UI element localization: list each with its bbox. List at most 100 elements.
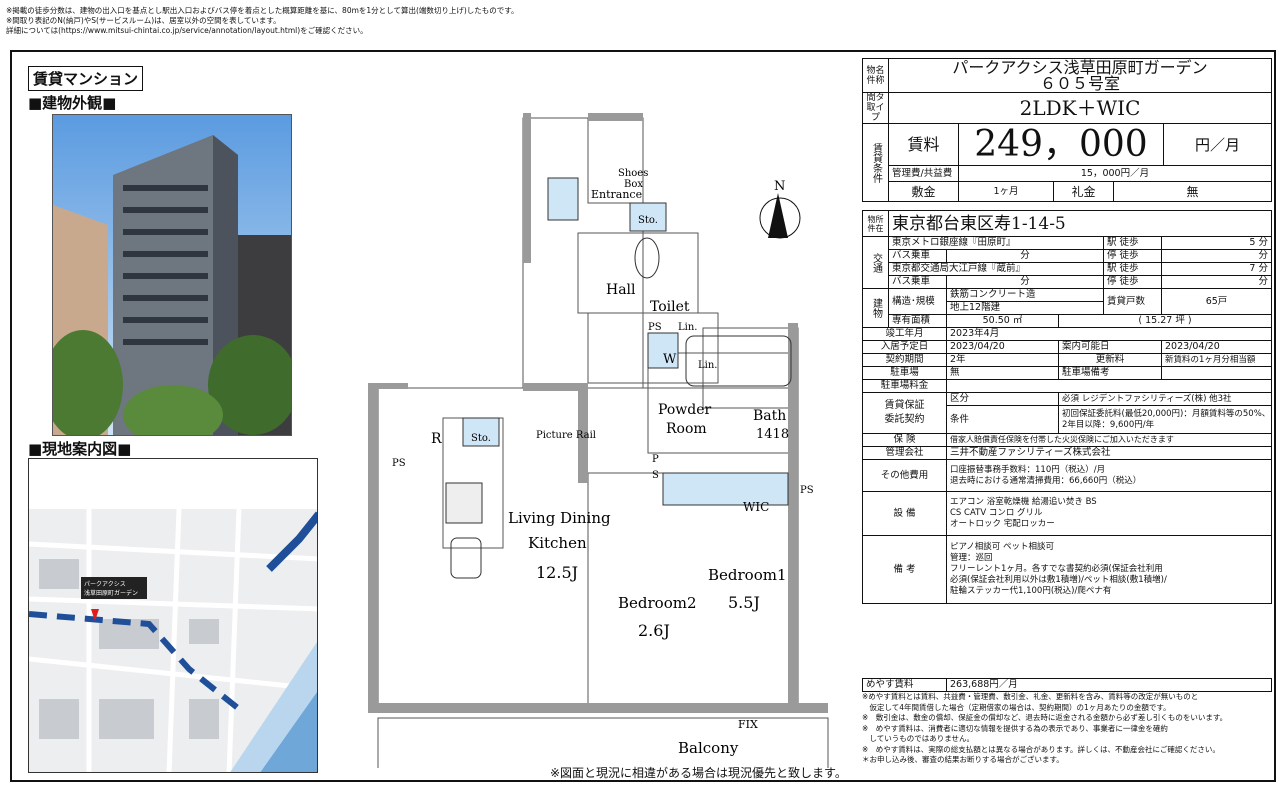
rent-unit: 円／月 — [1163, 123, 1272, 166]
plan-label-fix: FIX — [738, 718, 758, 731]
guarantee-label-1: 賃貸保証 — [884, 400, 925, 411]
tsubo-value: ( 15.27 坪 ) — [1058, 314, 1272, 328]
plan-label-ldk2: Kitchen — [528, 534, 587, 552]
line-2: 東京都交通局大江戸線『蔵前』 — [888, 262, 1104, 276]
walk-2: 駅 徒歩 — [1103, 262, 1162, 276]
plan-label-balcony: Balcony — [678, 739, 739, 757]
plan-label-ps5: PS — [800, 485, 814, 496]
units-value: 65戸 — [1161, 288, 1272, 315]
name-label: 物名件称 — [862, 58, 889, 93]
insurance-label: 保 険 — [862, 433, 947, 447]
units-label: 賃貸戸数 — [1103, 288, 1162, 315]
guarantee-cond-cell: 初回保証委託料(最低20,000円)：月額賃料等の50%、 2年目以降：9,60… — [1058, 405, 1272, 434]
mgmt-value: 三井不動産ファシリティーズ株式会社 — [946, 446, 1272, 460]
plan-label-ps2: PS — [392, 458, 406, 469]
plan-label-ldk1: Living Dining — [508, 509, 611, 527]
meyasu-value: 263,688円／月 — [946, 678, 1272, 692]
disclaimer-notes: ※掲載の徒歩分数は、建物の出入口を基点とし駅出入口およびバス停を着点とした概算距… — [6, 6, 519, 36]
movein-value: 2023/04/20 — [946, 340, 1059, 354]
plan-label-bed2: Bedroom2 — [618, 594, 697, 612]
plan-label-ps4: S — [652, 470, 659, 481]
north-arrow-icon — [768, 193, 788, 238]
deposit-label: 敷金 — [888, 181, 959, 202]
plan-label-box: Box — [624, 179, 643, 190]
key-money-label: 礼金 — [1053, 181, 1114, 202]
structure-1: 鉄筋コンクリート造 — [946, 288, 1104, 302]
rental-tag: 賃貸マンション — [28, 66, 144, 91]
bottom-note-line: ＊お申し込み後、審査の結果お断りする場合がございます。 — [862, 755, 1064, 764]
area-value: 50.50 ㎡ — [946, 314, 1059, 328]
plan-label-room: Room — [666, 421, 707, 437]
avail-label: 案内可能日 — [1058, 340, 1162, 354]
guarantee-label-2: 委託契約 — [884, 414, 925, 425]
guarantee-label-cell: 賃貸保証 委託契約 — [862, 392, 947, 434]
renew-value: 新賃料の1ヶ月分相当額 — [1161, 353, 1272, 367]
note-line: ※掲載の徒歩分数は、建物の出入口を基点とし駅出入口およびバス停を着点とした概算距… — [6, 6, 519, 15]
room-number: ６０５号室 — [1039, 73, 1120, 93]
guarantee-class-label: 区分 — [946, 392, 1059, 406]
remarks-1: ピアノ相談可 ペット相談可 — [950, 542, 1054, 552]
remarks-label: 備 考 — [862, 535, 947, 604]
plan-label-bath: Bath — [753, 408, 786, 424]
bus-2: バス乗車 — [888, 275, 947, 289]
bottom-note-line: していうものではありません。 — [862, 734, 975, 743]
term-value: 2年 — [946, 353, 1059, 367]
plan-label-bed1-size: 5.5J — [728, 593, 760, 612]
building-label: 建物 — [862, 288, 889, 328]
renew-label: 更新料 — [1058, 353, 1162, 367]
equip-cell: エアコン 浴室乾燥機 給湯追い焚き BS CS CATV コンロ グリル オート… — [946, 491, 1272, 536]
stop-2: 停 徒歩 — [1103, 275, 1162, 289]
parking-note-label: 駐車場備考 — [1058, 366, 1162, 380]
location-marker-icon — [91, 609, 99, 621]
remarks-4: 必須(保証会社利用以外は敷1積増)/ペット相談(敷1積増)/ — [950, 575, 1167, 585]
plan-label-powder: Powder — [658, 402, 712, 418]
property-name: パークアクシス浅草田原町ガーデン — [952, 58, 1208, 77]
other-fee-cell: 口座振替事務手数料：110円（税込）/月 退去時における通常清掃費用：66,66… — [946, 459, 1272, 492]
plan-label-shoes: Shoes — [618, 168, 648, 179]
map-label-2: 浅草田原町ガーデン — [84, 589, 138, 597]
built-label: 竣工年月 — [862, 327, 947, 341]
plan-label-w: W — [663, 352, 677, 367]
term-label: 契約期間 — [862, 353, 947, 367]
remarks-2: 管理：巡回 — [950, 553, 993, 563]
other-fee-1: 口座振替事務手数料：110円（税込）/月 — [950, 464, 1106, 475]
building-photo-image — [53, 115, 291, 435]
guarantee-class: 必須 レジデントファシリティーズ(株) 他3社 — [1058, 392, 1272, 406]
parking-note-value — [1161, 366, 1272, 380]
stop-1: 停 徒歩 — [1103, 249, 1162, 263]
rent-label: 賃料 — [888, 123, 959, 166]
left-panel: 賃貸マンション ■建物外観■ — [18, 58, 853, 780]
avail-value: 2023/04/20 — [1161, 340, 1272, 354]
info-table-top: 物名件称 パークアクシス浅草田原町ガーデン ６０５号室 間タ取イプ 2LDK＋W… — [862, 58, 1272, 202]
area-label: 専有面積 — [888, 314, 947, 328]
plan-label-lin2: Lin. — [698, 360, 717, 371]
guarantee-cond-2: 2年目以降：9,600円/年 — [1062, 419, 1155, 430]
min-2: 7 分 — [1161, 262, 1272, 276]
parking-fee-value — [946, 379, 1272, 393]
plan-label-toilet: Toilet — [650, 299, 690, 315]
guarantee-cond-label: 条件 — [946, 405, 1059, 434]
property-info-panel: 物名件称 パークアクシス浅草田原町ガーデン ６０５号室 間タ取イプ 2LDK＋W… — [862, 58, 1272, 776]
note-line: 詳細については(https://www.mitsui-chintai.co.jp… — [6, 26, 368, 35]
parking-fee-label: 駐車場料金 — [862, 379, 947, 393]
parking-value: 無 — [946, 366, 1059, 380]
traffic-label: 交通 — [862, 236, 889, 289]
key-money-value: 無 — [1113, 181, 1272, 202]
building-photo — [52, 114, 292, 436]
equip-1: エアコン 浴室乾燥機 給湯追い焚き BS — [950, 497, 1097, 507]
equip-3: オートロック 宅配ロッカー — [950, 519, 1055, 529]
plan-label-bed2-size: 2.6J — [638, 621, 670, 640]
plan-label-r: R — [431, 431, 442, 447]
plan-label-ps3: P — [652, 454, 659, 465]
map-label-1: パークアクシス — [84, 581, 126, 588]
plan-label-ldk-size: 12.5J — [536, 563, 578, 582]
plan-label-lin: Lin. — [678, 322, 697, 333]
min-1: 5 分 — [1161, 236, 1272, 250]
rent-value: 249，000 — [958, 123, 1164, 166]
parking-label: 駐車場 — [862, 366, 947, 380]
plan-label-entrance: Entrance — [591, 188, 642, 201]
plan-label-sto2: Sto. — [471, 433, 491, 444]
plan-label-hall: Hall — [606, 282, 636, 298]
other-fee-2: 退去時における通常清掃費用：66,660円（税込） — [950, 475, 1142, 486]
layout-type: 2LDK＋WIC — [888, 92, 1272, 124]
